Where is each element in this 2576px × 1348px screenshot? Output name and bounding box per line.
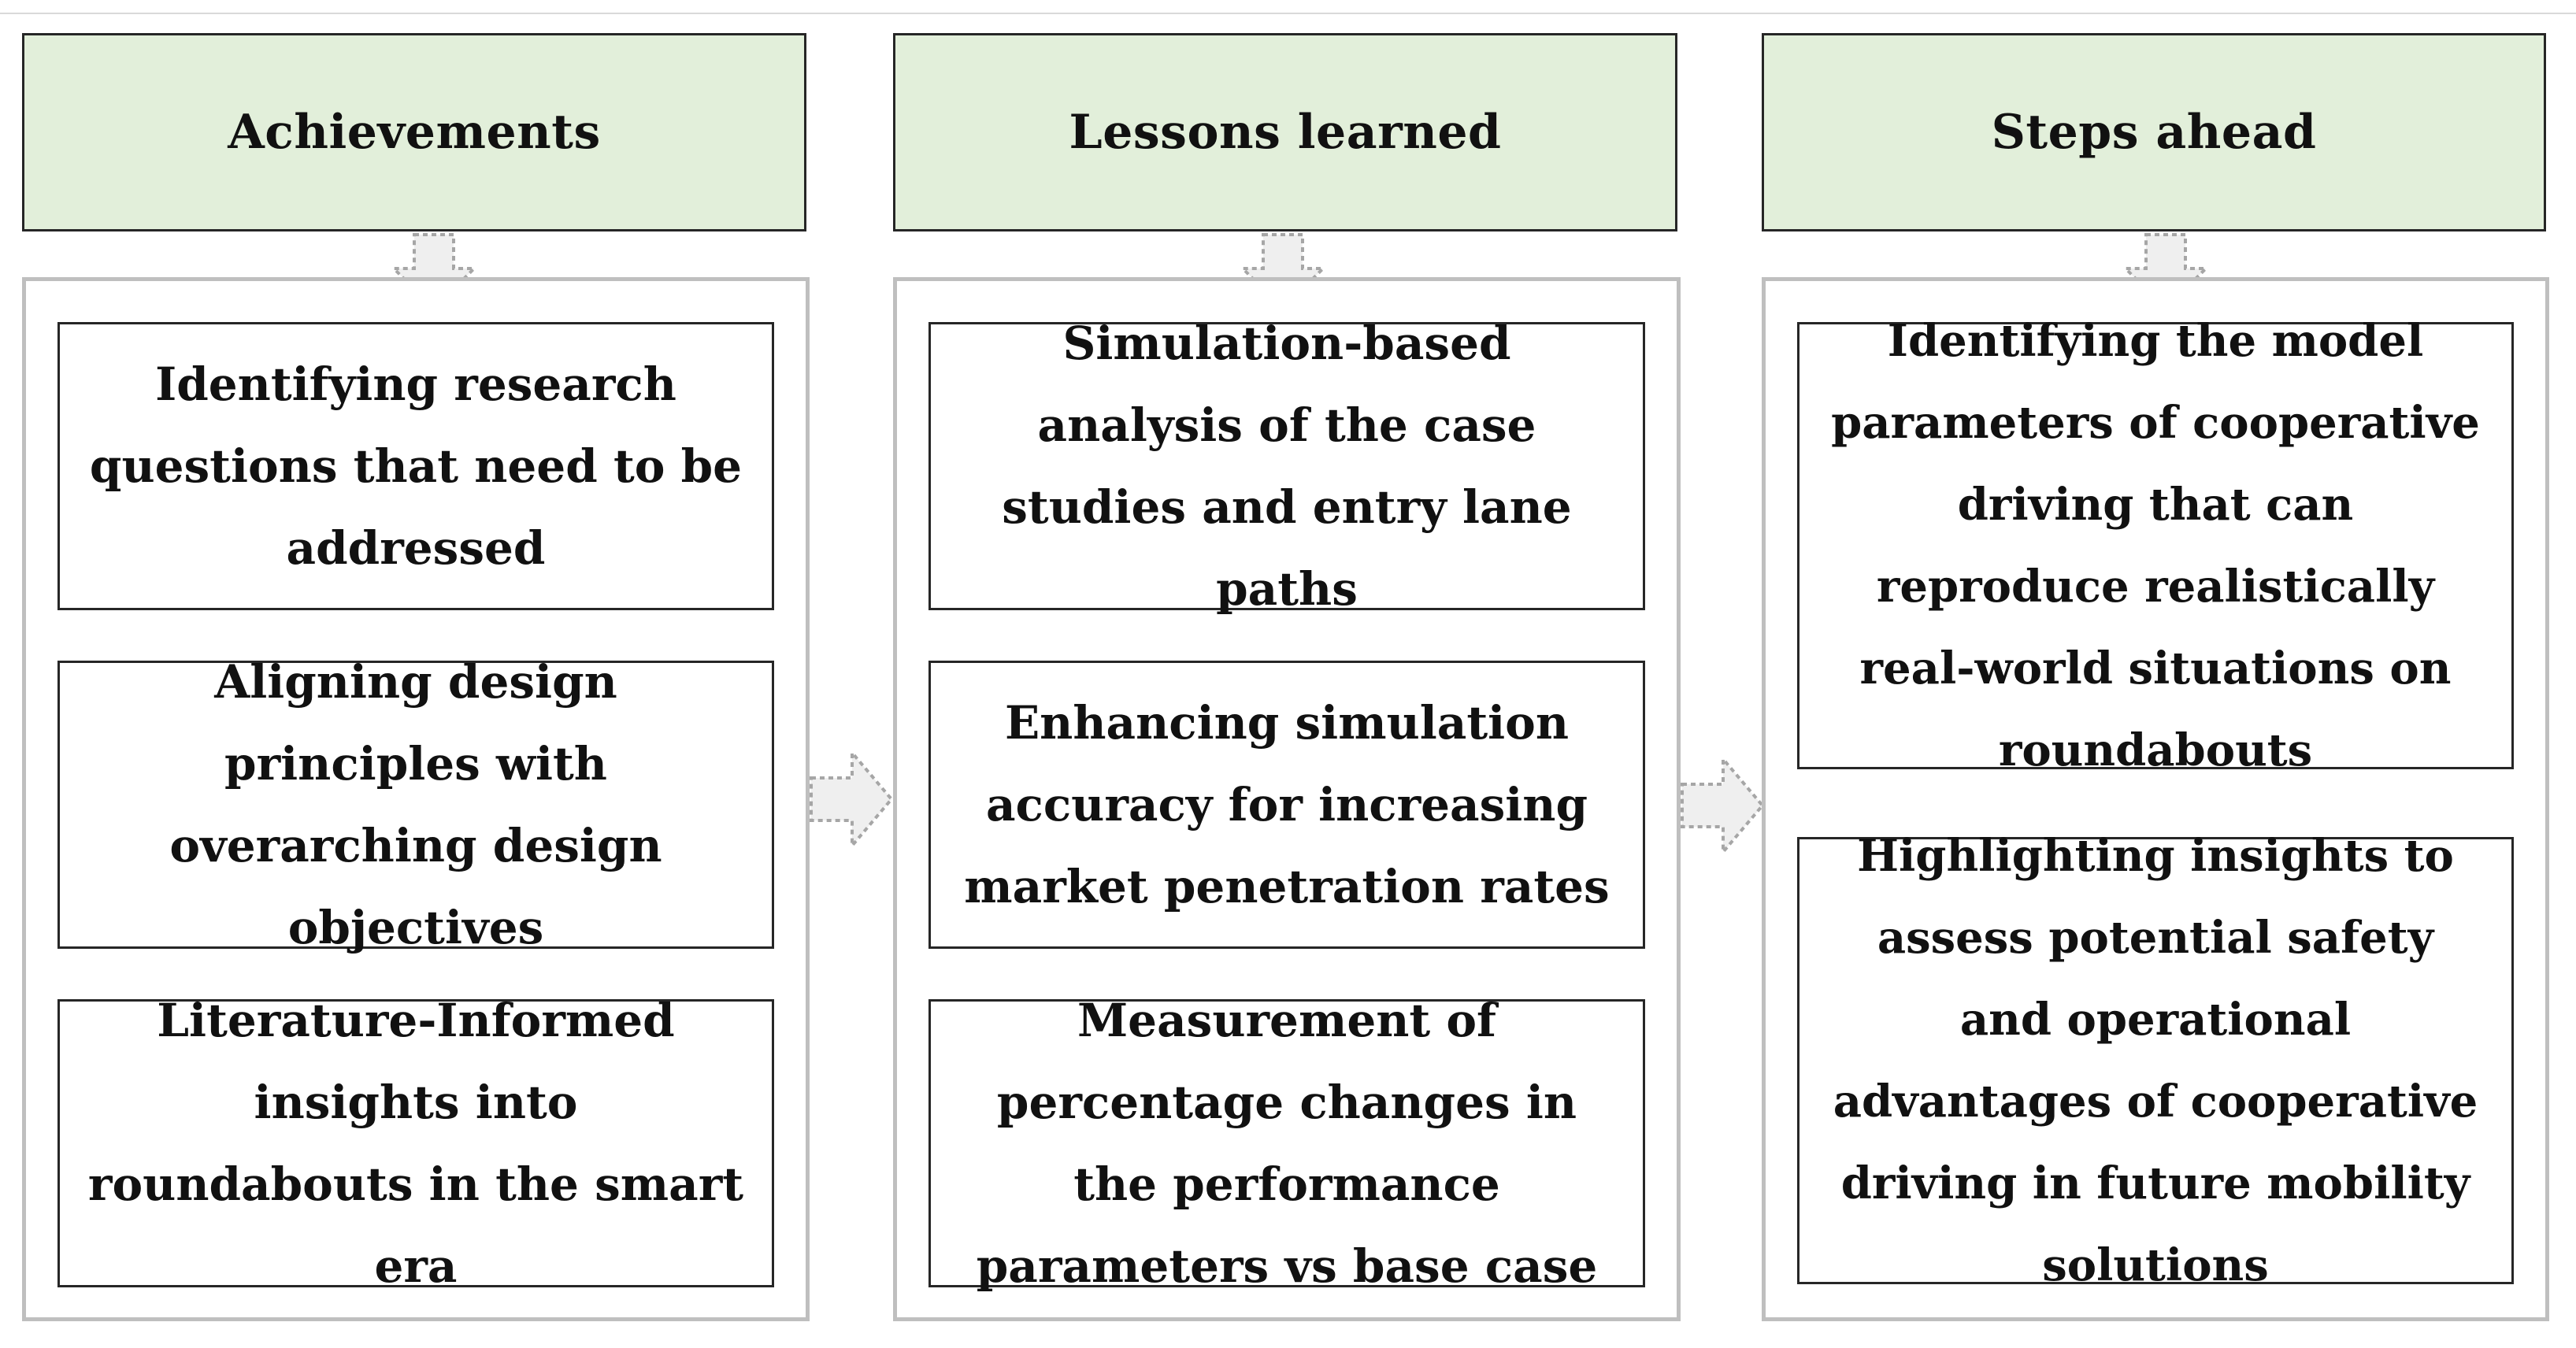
column-achievements: Achievements Identifying research questi…: [22, 0, 810, 1348]
header-label: Steps ahead: [1991, 105, 2317, 160]
achievement-item: Literature-Informed insights into rounda…: [57, 994, 774, 1293]
lesson-item-text: Enhancing simulation accuracy for increa…: [964, 696, 1610, 913]
lesson-item: Measurement of percentage changes in the…: [928, 994, 1645, 1293]
header-steps-ahead: Steps ahead: [1762, 33, 2546, 231]
lesson-item: Simulation-based analysis of the case st…: [928, 317, 1645, 616]
header-label: Achievements: [228, 105, 601, 160]
column-steps-ahead: Steps ahead Identifying the model parame…: [1762, 0, 2549, 1348]
achievement-item: Identifying research questions that need…: [57, 322, 774, 610]
top-divider: [0, 13, 2576, 14]
lesson-item: Enhancing simulation accuracy for increa…: [928, 661, 1645, 949]
achievement-item-text: Literature-Informed insights into rounda…: [87, 994, 744, 1293]
achievement-item-text: Aligning design principles with overarch…: [169, 655, 662, 954]
header-lessons-learned: Lessons learned: [893, 33, 1677, 231]
panel-achievements: Identifying research questions that need…: [22, 277, 810, 1321]
step-item: Highlighting insights to assess potentia…: [1797, 830, 2514, 1291]
step-item-text: Identifying the model parameters of coop…: [1831, 315, 2480, 776]
header-achievements: Achievements: [22, 33, 806, 231]
column-lessons-learned: Lessons learned Simulation-based analysi…: [893, 0, 1681, 1348]
achievement-item: Aligning design principles with overarch…: [57, 655, 774, 954]
step-item-text: Highlighting insights to assess potentia…: [1833, 830, 2478, 1291]
right-arrow-icon: [810, 748, 894, 850]
right-arrow-icon: [1681, 754, 1765, 857]
lesson-item-text: Measurement of percentage changes in the…: [976, 994, 1598, 1293]
header-label: Lessons learned: [1069, 105, 1502, 160]
lesson-item-text: Simulation-based analysis of the case st…: [1002, 317, 1572, 616]
step-item: Identifying the model parameters of coop…: [1797, 315, 2514, 776]
panel-steps-ahead: Identifying the model parameters of coop…: [1762, 277, 2549, 1321]
panel-lessons-learned: Simulation-based analysis of the case st…: [893, 277, 1681, 1321]
achievement-item-text: Identifying research questions that need…: [89, 357, 743, 575]
